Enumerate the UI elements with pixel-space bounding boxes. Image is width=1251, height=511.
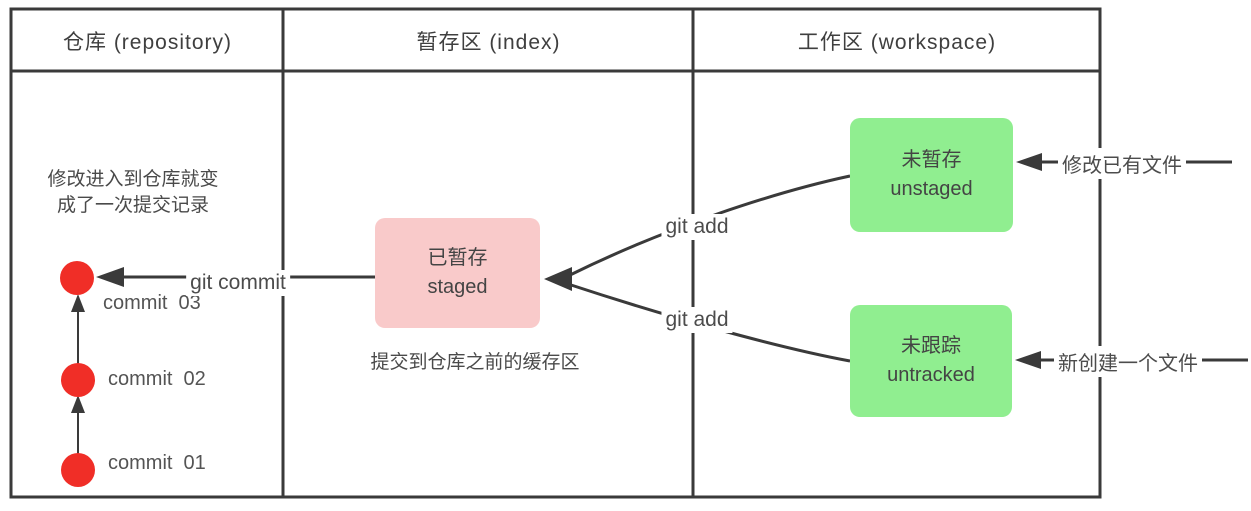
commit-03-node bbox=[60, 261, 94, 295]
arrowhead-into-unstaged bbox=[1016, 153, 1042, 171]
arrowhead-into-untracked bbox=[1015, 351, 1041, 369]
git-commit-label: git commit bbox=[186, 270, 290, 296]
git-add-label-bottom: git add bbox=[661, 307, 733, 333]
unstaged-box-subtitle: unstaged bbox=[890, 178, 973, 200]
staged-box-subtitle: staged bbox=[427, 276, 488, 298]
repository-note: 修改进入到仓库就变 成了一次提交记录 bbox=[47, 169, 219, 216]
column-header-repository: 仓库 (repository) bbox=[62, 30, 233, 54]
commit-02-label: commit 02 bbox=[108, 368, 206, 390]
staged-box-title: 已暂存 bbox=[427, 247, 488, 269]
arrowhead-git-add bbox=[544, 267, 572, 291]
arrowhead-up-to-commit-03 bbox=[71, 294, 85, 312]
commit-01-label: commit 01 bbox=[108, 452, 206, 474]
git-add-label-top: git add bbox=[661, 214, 733, 240]
unstaged-box: 未暂存 unstaged bbox=[850, 118, 1013, 232]
modify-existing-file-label: 修改已有文件 bbox=[1058, 148, 1186, 179]
column-header-index: 暂存区 (index) bbox=[416, 30, 561, 54]
column-header-workspace: 工作区 (workspace) bbox=[797, 30, 997, 54]
untracked-box: 未跟踪 untracked bbox=[850, 305, 1012, 417]
untracked-box-subtitle: untracked bbox=[887, 364, 975, 386]
index-caption: 提交到仓库之前的缓存区 bbox=[370, 352, 580, 373]
commit-03-label: commit 03 bbox=[103, 292, 201, 314]
arrowhead-up-to-commit-02 bbox=[71, 395, 85, 413]
commit-02-node bbox=[61, 363, 95, 397]
commit-01-node bbox=[61, 453, 95, 487]
unstaged-box-title: 未暂存 bbox=[901, 149, 962, 171]
table-outer-border bbox=[9, 7, 1102, 499]
untracked-box-title: 未跟踪 bbox=[901, 335, 961, 357]
create-new-file-label: 新创建一个文件 bbox=[1054, 346, 1202, 377]
arrowhead-git-commit bbox=[96, 267, 124, 287]
staged-box: 已暂存 staged bbox=[375, 218, 540, 328]
